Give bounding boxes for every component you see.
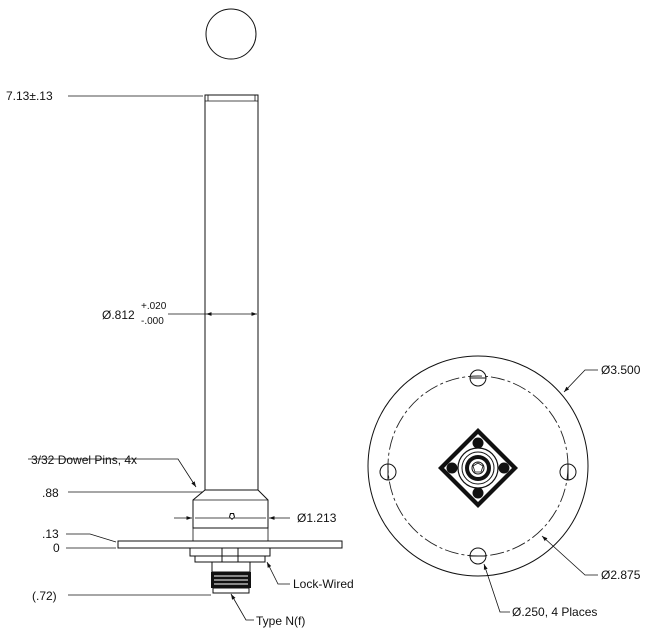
tube: [204, 94, 259, 491]
dowel-pins-label: 3/32 Dowel Pins, 4x: [31, 453, 137, 467]
outer-diameter-label: Ø3.500: [601, 363, 641, 377]
mount-holes: [379, 369, 577, 565]
bolt-circle-label: Ø2.875: [601, 568, 641, 582]
plate-thickness-label: .13: [42, 527, 59, 541]
square-connector-flange: [438, 428, 518, 508]
outer-flange-circle: [367, 355, 589, 577]
connector-assembly: [189, 547, 271, 594]
mount-holes-label: Ø.250, 4 Places: [512, 605, 597, 619]
side-view: 7.13±.13 Ø.812 +.020 -.000 3/32 Dowel Pi…: [6, 8, 354, 628]
tube-end-circle: [205, 8, 257, 60]
datum-zero-label: 0: [53, 541, 60, 555]
tube-diameter-label: Ø.812: [102, 308, 135, 322]
connector-type-label: Type N(f): [256, 614, 305, 628]
tube-tolerance-minus: -.000: [141, 316, 164, 327]
tube-tolerance-plus: +.020: [141, 301, 167, 312]
lock-wired-label: Lock-Wired: [293, 577, 354, 591]
base-plate: [117, 528, 343, 549]
hub-height-label: .88: [42, 486, 59, 500]
hub: [192, 489, 269, 529]
plan-view: Ø3.500 Ø2.875 Ø.250, 4 Places: [367, 355, 641, 619]
hub-diameter-label: Ø1.213: [297, 511, 337, 525]
overall-height-label: 7.13±.13: [6, 89, 53, 103]
connector-depth-label: (.72): [32, 589, 57, 603]
